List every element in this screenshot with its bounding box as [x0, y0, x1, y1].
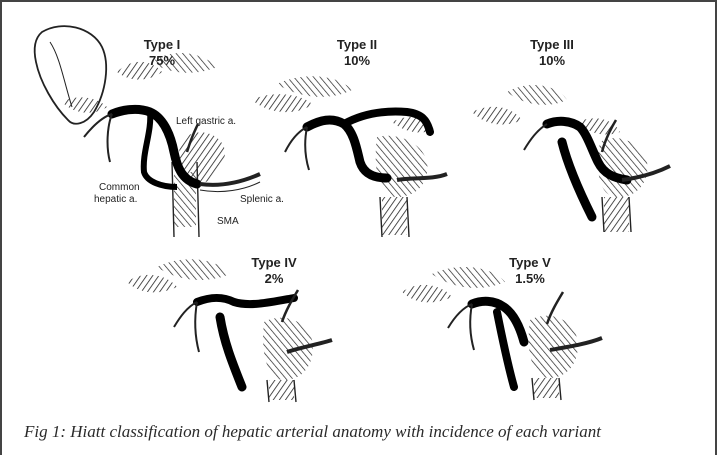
type-1-incidence: 75%: [149, 53, 175, 68]
type-5-incidence: 1.5%: [515, 271, 545, 286]
type-4-incidence: 2%: [265, 271, 284, 286]
type-3-title: Type III: [530, 37, 574, 52]
type-2-incidence: 10%: [344, 53, 370, 68]
figure-caption: Fig 1: Hiatt classification of hepatic a…: [24, 422, 714, 442]
type-5-title: Type V: [509, 255, 551, 270]
type-3-drawing: [472, 85, 670, 232]
type-5-drawing: [402, 267, 602, 400]
common-hepatic-label-line2: hepatic a.: [94, 194, 137, 205]
left-gastric-label: Left gastric a.: [176, 116, 236, 127]
type-1-title: Type I: [144, 37, 181, 52]
splenic-label: Splenic a.: [240, 194, 284, 205]
type-2-title: Type II: [337, 37, 377, 52]
common-hepatic-label-line1: Common: [99, 182, 140, 193]
type-3-incidence: 10%: [539, 53, 565, 68]
type-1-drawing: [35, 26, 260, 237]
type-4-title: Type IV: [251, 255, 297, 270]
type-2-drawing: [252, 76, 447, 237]
type-4-drawing: [127, 259, 332, 402]
sma-label: SMA: [217, 216, 239, 227]
